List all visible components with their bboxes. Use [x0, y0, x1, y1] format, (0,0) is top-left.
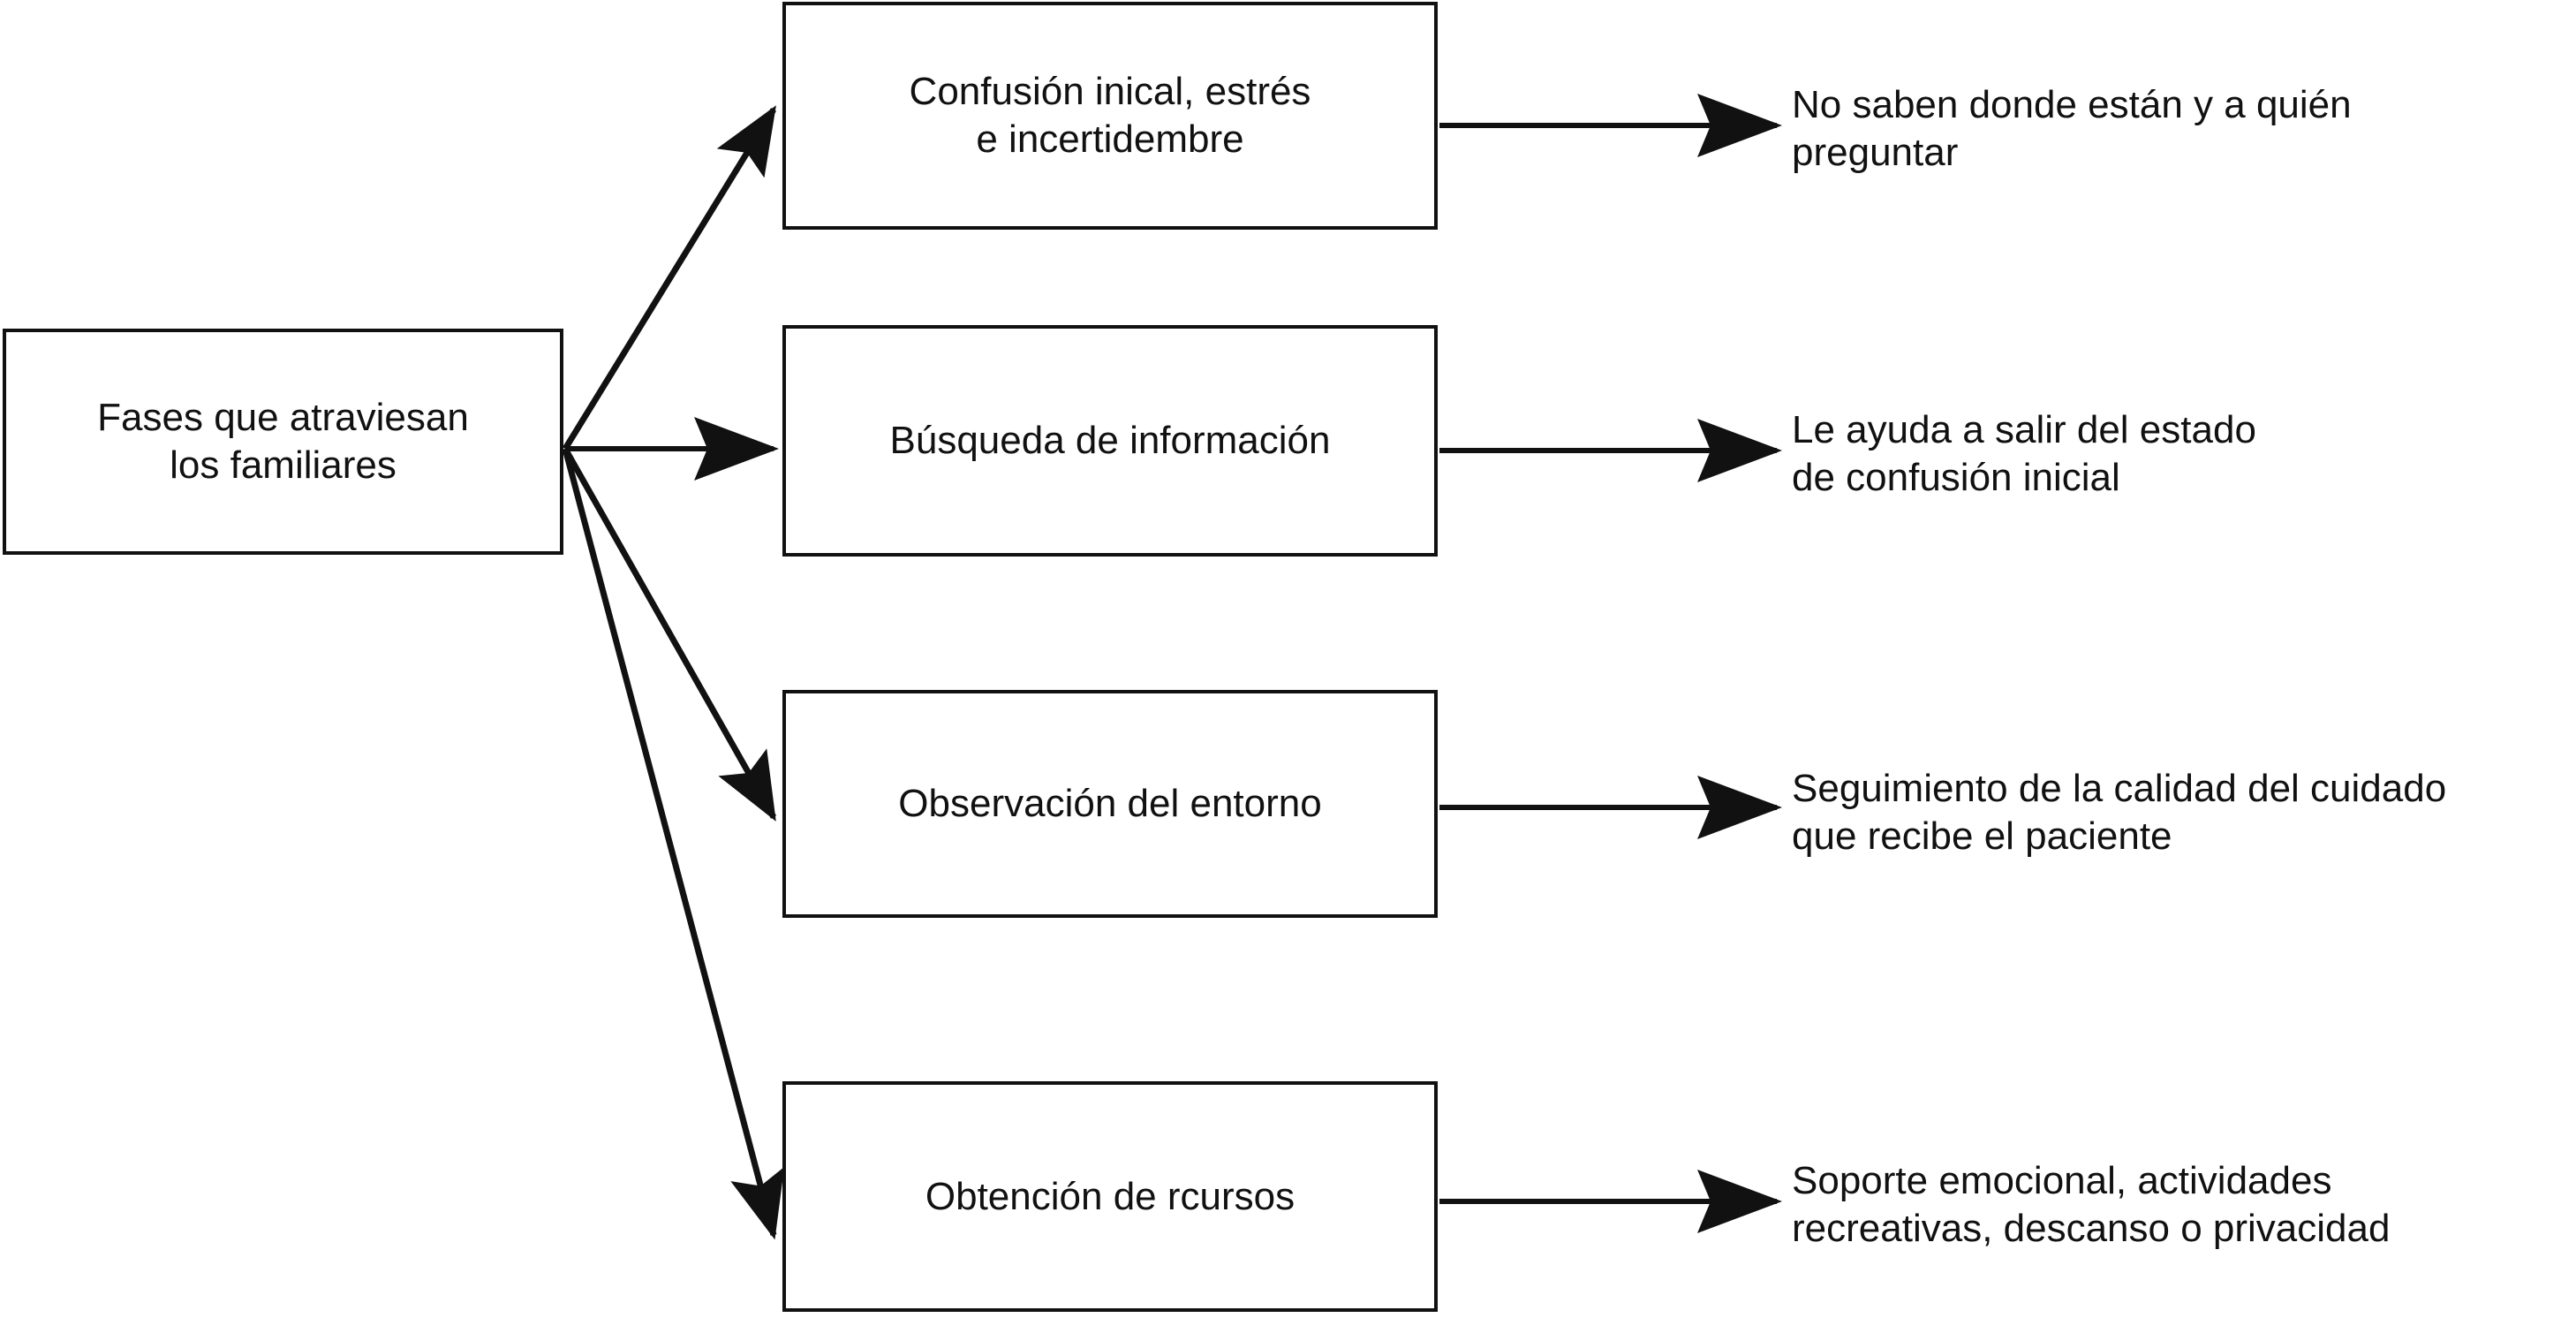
node-phase-1[interactable]: Confusión inical, estrés e incertidembre [782, 2, 1438, 230]
node-phase-2[interactable]: Búsqueda de información [782, 325, 1438, 557]
node-phase-2-label: Búsqueda de información [889, 419, 1331, 463]
connector-root-to-phase-3 [562, 447, 777, 822]
node-phase-3[interactable]: Observación del entorno [782, 690, 1438, 918]
connector-root-to-phase-4 [562, 448, 785, 1240]
node-phase-1-label: Confusión inical, estrés e incertidembre [909, 70, 1311, 161]
node-phase-4-label: Obtención de rcursos [925, 1174, 1296, 1218]
node-phase-3-label: Observación del entorno [898, 782, 1322, 826]
outcome-label-3: Seguimiento de la calidad del cuidado qu… [1792, 767, 2447, 858]
connector-root-to-phase-1 [563, 105, 776, 451]
node-phase-4[interactable]: Obtención de rcursos [782, 1081, 1438, 1312]
outcome-connectors [1439, 94, 1782, 1233]
fan-connectors [562, 105, 785, 1240]
outcome-label-2: Le ayuda a salir del estado de confusión… [1792, 408, 2256, 499]
outcome-label-1: No saben donde están y a quién preguntar [1792, 83, 2352, 174]
outcome-label-4: Soporte emocional, actividades recreativ… [1792, 1159, 2391, 1250]
node-root-fases[interactable]: Fases que atraviesan los familiares [3, 329, 563, 555]
node-root-label: Fases que atraviesan los familiares [97, 396, 469, 487]
